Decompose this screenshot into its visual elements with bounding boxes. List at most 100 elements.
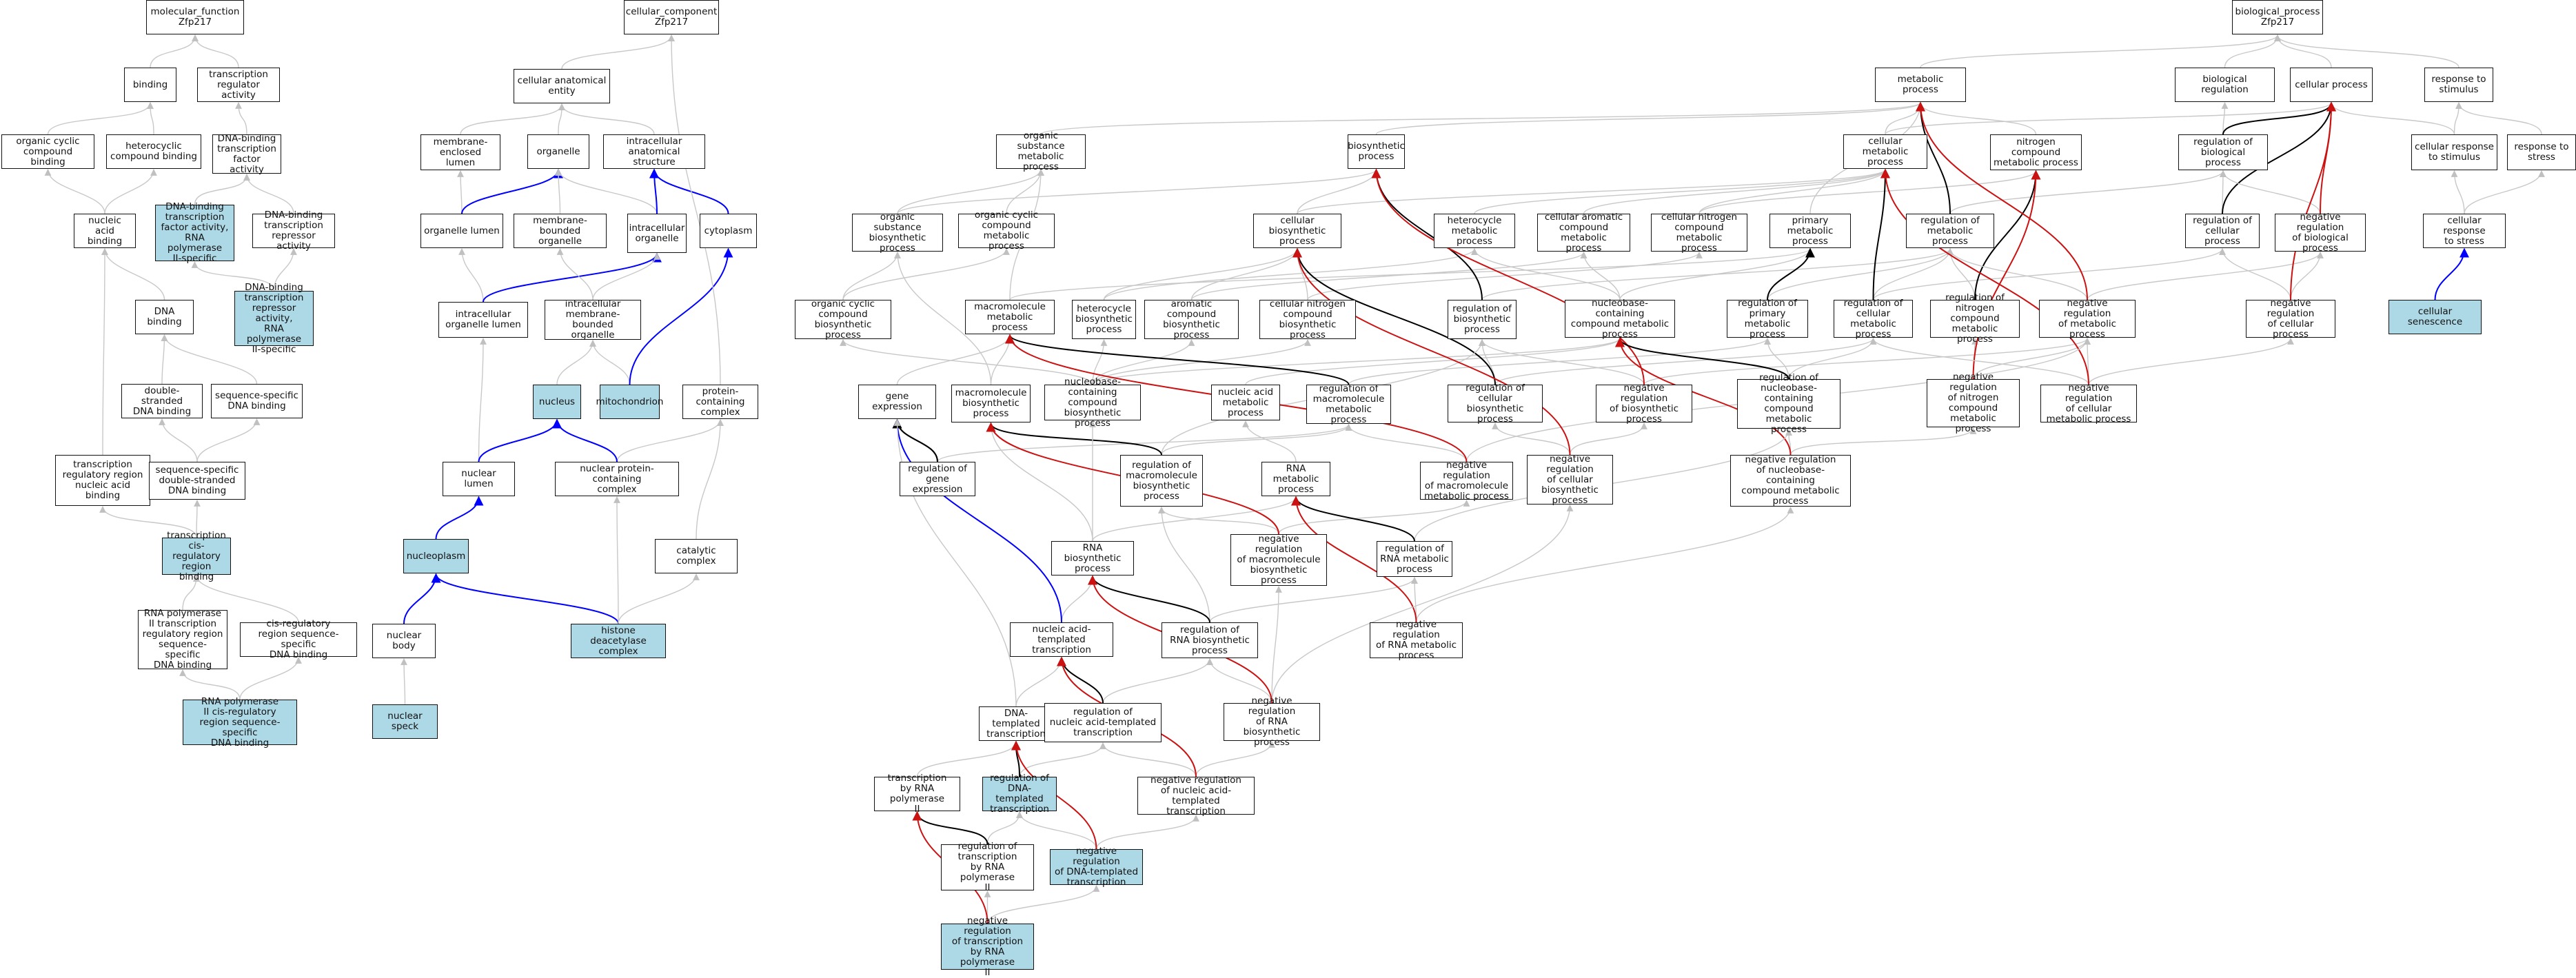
go-term-rpmp[interactable]: regulation of primary metabolic process bbox=[1727, 298, 1808, 339]
go-term-pcc[interactable]: protein-containing complex bbox=[682, 385, 758, 419]
go-term-cacm[interactable]: cellular aromatic compound metabolic pro… bbox=[1537, 212, 1630, 253]
go-term-mito[interactable]: mitochondrion bbox=[596, 385, 663, 419]
go-term-nrtrp2[interactable]: negative regulation of transcription by … bbox=[941, 915, 1034, 977]
go-term-nrmbp[interactable]: negative regulation of macromolecule bio… bbox=[1230, 534, 1327, 586]
go-term-gexp[interactable]: gene expression bbox=[858, 385, 936, 419]
go-term-cell-proc[interactable]: cellular process bbox=[2290, 68, 2373, 102]
go-term-nuc-lumen[interactable]: nuclear lumen bbox=[443, 462, 515, 496]
go-term-hbp[interactable]: heterocycle biosynthetic process bbox=[1072, 300, 1136, 339]
go-term-rnbcm[interactable]: regulation of nucleobase-containing comp… bbox=[1737, 373, 1840, 435]
go-term-cae[interactable]: cellular anatomical entity bbox=[514, 69, 610, 103]
go-term-ic-org[interactable]: intracellular organelle bbox=[627, 214, 687, 253]
go-term-rcbp[interactable]: regulation of cellular biosynthetic proc… bbox=[1448, 383, 1543, 424]
go-term-mb-org[interactable]: membrane-bounded organelle bbox=[514, 214, 607, 248]
go-term-rtrp2[interactable]: regulation of transcription by RNA polym… bbox=[941, 842, 1034, 893]
go-term-rrnabp[interactable]: regulation of RNA biosynthetic process bbox=[1162, 622, 1258, 658]
go-term-ds-dna[interactable]: double-stranded DNA binding bbox=[121, 384, 203, 418]
go-term-nucleoplasm[interactable]: nucleoplasm bbox=[403, 539, 469, 573]
go-term-rmmp[interactable]: regulation of macromolecule metabolic pr… bbox=[1306, 383, 1391, 425]
go-term-nrmmp[interactable]: negative regulation of macromolecule met… bbox=[1420, 460, 1513, 501]
go-term-nrmp[interactable]: negative regulation of metabolic process bbox=[2039, 298, 2136, 339]
go-term-rmbp[interactable]: regulation of macromolecule biosynthetic… bbox=[1120, 455, 1203, 507]
go-term-bio-reg[interactable]: biological regulation bbox=[2175, 68, 2275, 102]
go-term-crts[interactable]: cellular response to stress bbox=[2423, 214, 2506, 248]
go-term-trr-na[interactable]: transcription regulatory region nucleic … bbox=[55, 455, 150, 506]
go-term-ssds-dna[interactable]: sequence-specific double-stranded DNA bi… bbox=[149, 462, 245, 500]
go-term-oc-bind[interactable]: organic cyclic compound binding bbox=[1, 134, 94, 169]
go-term-dbtfa[interactable]: DNA-binding transcription factor activit… bbox=[212, 133, 281, 174]
go-term-rcmp[interactable]: regulation of cellular metabolic process bbox=[1834, 298, 1913, 339]
go-term-binding[interactable]: binding bbox=[124, 68, 176, 102]
go-term-resp-stim[interactable]: response to stimulus bbox=[2424, 68, 2493, 102]
go-term-ncmp[interactable]: nitrogen compound metabolic process bbox=[1990, 134, 2082, 170]
go-term-nucleus[interactable]: nucleus bbox=[533, 385, 581, 419]
go-term-cncm[interactable]: cellular nitrogen compound metabolic pro… bbox=[1651, 212, 1747, 253]
go-term-rge[interactable]: regulation of gene expression bbox=[900, 462, 975, 496]
go-term-organelle[interactable]: organelle bbox=[527, 134, 589, 169]
go-term-ss-dna[interactable]: sequence-specific DNA binding bbox=[211, 384, 303, 418]
go-term-rdtt[interactable]: regulation of DNA-templated transcriptio… bbox=[982, 773, 1057, 815]
go-term-ic-org-lumen[interactable]: intracellular organelle lumen bbox=[438, 302, 528, 338]
go-term-cncb[interactable]: cellular nitrogen compound biosynthetic … bbox=[1259, 298, 1356, 340]
go-term-crss[interactable]: cis-regulatory region sequence-specific … bbox=[240, 619, 357, 660]
go-term-crs[interactable]: cellular response to stimulus bbox=[2411, 134, 2497, 170]
go-term-rrnamp[interactable]: regulation of RNA metabolic process bbox=[1377, 541, 1452, 577]
go-term-csen[interactable]: cellular senescence bbox=[2389, 300, 2482, 334]
go-term-nrrnamp[interactable]: negative regulation of RNA metabolic pro… bbox=[1370, 620, 1463, 661]
go-term-rncmp[interactable]: regulation of nitrogen compound metaboli… bbox=[1930, 293, 2020, 345]
go-term-occb[interactable]: organic cyclic compound biosynthetic pro… bbox=[795, 298, 891, 340]
go-term-cbp[interactable]: cellular biosynthetic process bbox=[1253, 214, 1341, 248]
go-term-pmp[interactable]: primary metabolic process bbox=[1769, 214, 1851, 248]
go-term-nrcmp[interactable]: negative regulation of cellular metaboli… bbox=[2040, 383, 2137, 424]
go-term-dbtra-p2[interactable]: DNA-binding transcription repressor acti… bbox=[234, 282, 314, 354]
go-term-ias[interactable]: intracellular anatomical structure bbox=[603, 134, 705, 169]
go-term-rmp[interactable]: regulation of metabolic process bbox=[1906, 214, 1994, 248]
go-term-rcp[interactable]: regulation of cellular process bbox=[2185, 214, 2260, 248]
go-term-rnatt[interactable]: regulation of nucleic acid-templated tra… bbox=[1044, 703, 1162, 742]
go-term-icmb-org[interactable]: intracellular membrane-bounded organelle bbox=[545, 299, 641, 340]
go-term-nuc-speck[interactable]: nuclear speck bbox=[372, 704, 438, 739]
go-term-nrcbp[interactable]: negative regulation of cellular biosynth… bbox=[1527, 454, 1613, 505]
go-term-cmp[interactable]: cellular metabolic process bbox=[1843, 134, 1927, 169]
go-term-org-lumen[interactable]: organelle lumen bbox=[420, 214, 503, 248]
go-term-acbp[interactable]: aromatic compound biosynthetic process bbox=[1144, 298, 1239, 340]
go-term-dbtra[interactable]: DNA-binding transcription repressor acti… bbox=[252, 210, 335, 252]
go-term-cc-root[interactable]: cellular_component Zfp217 bbox=[624, 0, 719, 34]
go-term-rp2-trr[interactable]: RNA polymerase II transcription regulato… bbox=[138, 609, 227, 671]
go-term-namp[interactable]: nucleic acid metabolic process bbox=[1211, 385, 1280, 420]
go-term-me-lumen[interactable]: membrane-enclosed lumen bbox=[420, 134, 500, 170]
go-term-mbp[interactable]: macromolecule biosynthetic process bbox=[951, 385, 1031, 422]
go-term-dna-bind[interactable]: DNA binding bbox=[135, 300, 194, 334]
go-term-nbcb[interactable]: nucleobase-containing compound biosynthe… bbox=[1044, 376, 1141, 428]
go-term-osm[interactable]: organic substance metabolic process bbox=[996, 131, 1086, 172]
go-term-nrrnabp[interactable]: negative regulation of RNA biosynthetic … bbox=[1224, 696, 1320, 748]
go-term-bp-root[interactable]: biological_process Zfp217 bbox=[2232, 0, 2323, 34]
go-term-tr-act[interactable]: transcription regulator activity bbox=[197, 68, 280, 102]
go-term-dbtfa-p2[interactable]: DNA-binding transcription factor activit… bbox=[155, 202, 234, 264]
go-term-nrnbc[interactable]: negative regulation of nucleobase-contai… bbox=[1730, 455, 1851, 507]
go-term-npcc[interactable]: nuclear protein-containing complex bbox=[555, 462, 679, 496]
go-term-nrdtt[interactable]: negative regulation of DNA-templated tra… bbox=[1050, 846, 1143, 888]
go-term-dtt[interactable]: DNA-templated transcription bbox=[979, 706, 1053, 741]
go-term-met-proc[interactable]: metabolic process bbox=[1875, 68, 1966, 102]
go-term-cytoplasm[interactable]: cytoplasm bbox=[700, 214, 757, 248]
go-term-biosyn[interactable]: biosynthetic process bbox=[1348, 134, 1405, 169]
go-term-nrbsp[interactable]: negative regulation of biosynthetic proc… bbox=[1596, 383, 1692, 424]
go-term-nrbp[interactable]: negative regulation of biological proces… bbox=[2275, 212, 2366, 253]
go-term-occm[interactable]: organic cyclic compound metabolic proces… bbox=[958, 210, 1055, 252]
go-term-na-bind[interactable]: nucleic acid binding bbox=[74, 214, 136, 248]
go-term-nrcp[interactable]: negative regulation of cellular process bbox=[2246, 298, 2335, 339]
go-term-rbp[interactable]: regulation of biological process bbox=[2178, 134, 2268, 170]
go-term-rts[interactable]: response to stress bbox=[2507, 134, 2576, 170]
go-term-mf-root[interactable]: molecular_function Zfp217 bbox=[146, 0, 244, 34]
go-term-nrnatt[interactable]: negative regulation of nucleic acid-temp… bbox=[1137, 775, 1255, 816]
go-term-catc[interactable]: catalytic complex bbox=[655, 539, 738, 573]
go-term-hdac[interactable]: histone deacetylase complex bbox=[571, 624, 666, 658]
go-term-trp2[interactable]: transcription by RNA polymerase II bbox=[874, 773, 960, 815]
go-term-nrncm[interactable]: negative regulation of nitrogen compound… bbox=[1927, 372, 2020, 434]
go-term-tcrr[interactable]: transcription cis-regulatory region bind… bbox=[162, 530, 231, 582]
go-term-mmp[interactable]: macromolecule metabolic process bbox=[965, 300, 1055, 334]
go-term-rnabp[interactable]: RNA biosynthetic process bbox=[1051, 541, 1134, 575]
go-term-rnamp[interactable]: RNA metabolic process bbox=[1261, 462, 1330, 496]
go-term-rp2-cr[interactable]: RNA polymerase II cis-regulatory region … bbox=[183, 696, 297, 748]
